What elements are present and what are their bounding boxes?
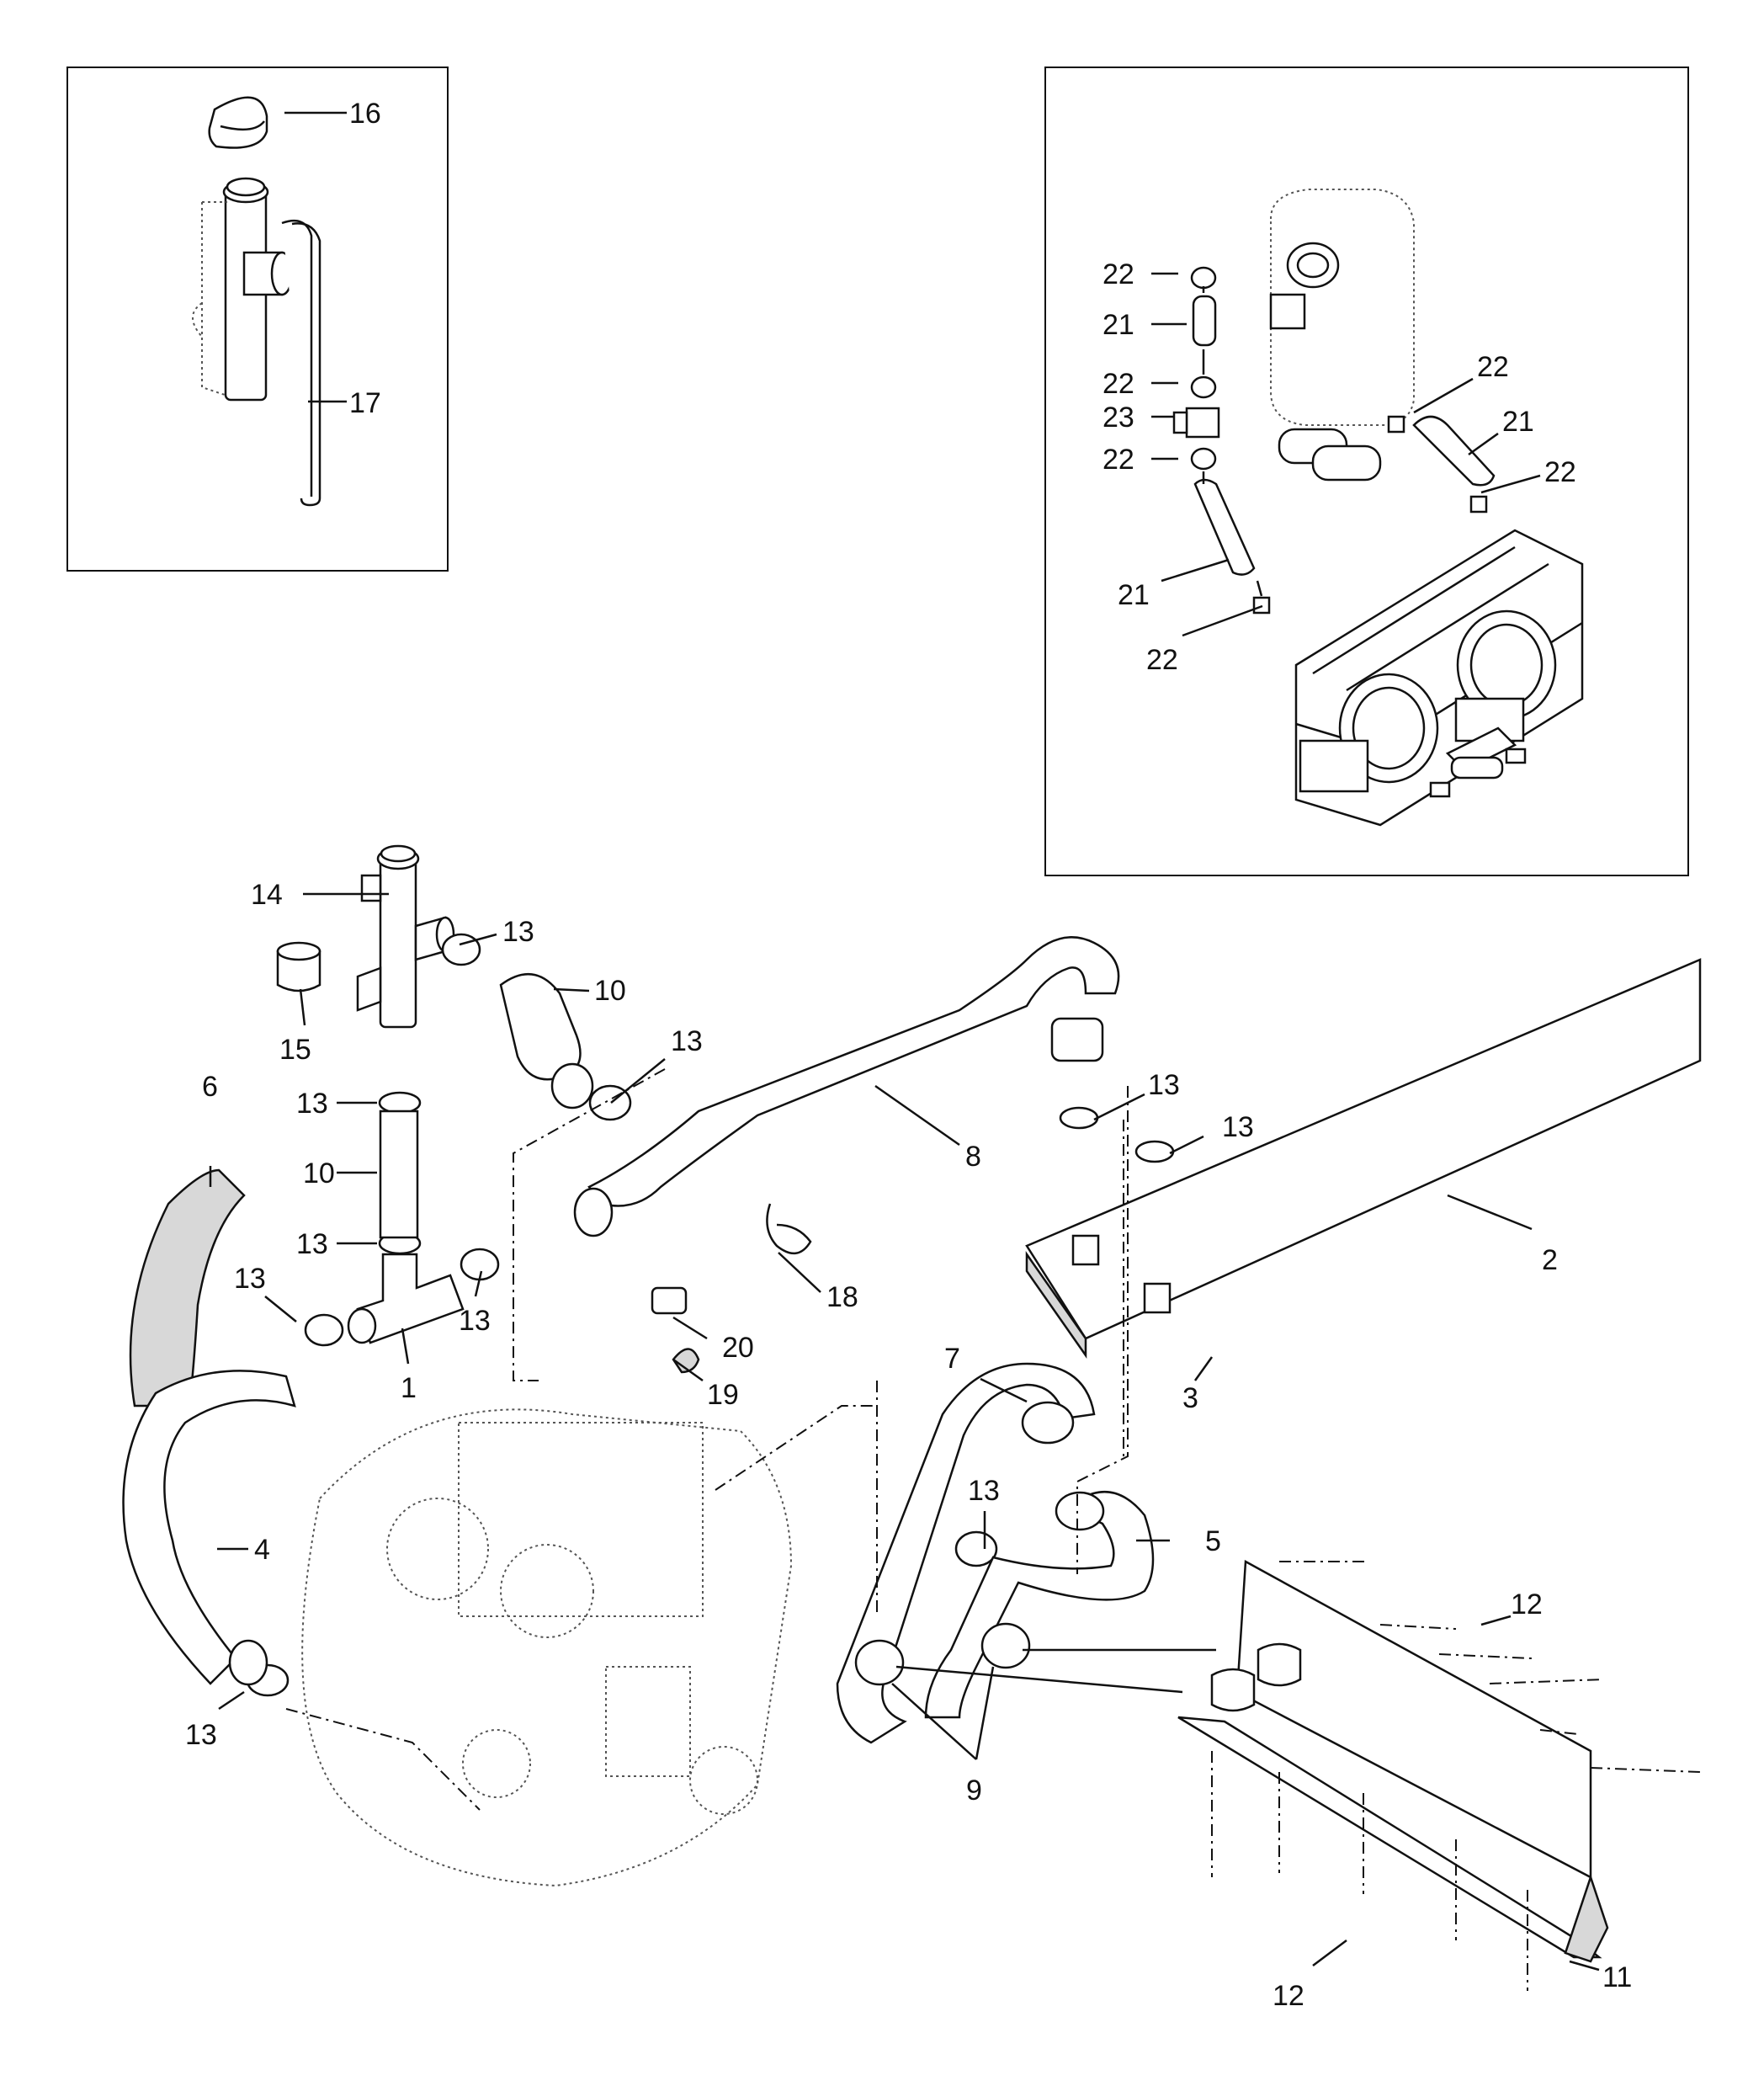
callout-13-j: 13: [968, 1475, 1000, 1507]
callout-9: 9: [966, 1775, 982, 1807]
callout-17: 17: [349, 387, 381, 419]
main-assembly-drawing: [122, 844, 1702, 1991]
inset-frame-coolant-tank: [66, 67, 449, 572]
callout-21-b: 21: [1502, 406, 1534, 438]
callout-13-e: 13: [234, 1263, 266, 1295]
callout-19: 19: [707, 1379, 739, 1411]
callout-3: 3: [1182, 1382, 1198, 1414]
callout-22-b: 22: [1102, 368, 1134, 400]
callout-4: 4: [254, 1534, 270, 1566]
callout-13-a: 13: [502, 916, 534, 948]
callout-22-f: 22: [1146, 644, 1178, 676]
callout-11: 11: [1602, 1961, 1632, 1993]
leader-lines: [209, 111, 1600, 1972]
callout-14: 14: [251, 879, 283, 911]
callout-21-c: 21: [1118, 579, 1150, 611]
callout-13-h: 13: [1148, 1069, 1180, 1101]
callout-6: 6: [202, 1071, 218, 1103]
coolant-tank-inset-drawing: [192, 96, 321, 507]
callout-15: 15: [279, 1034, 311, 1066]
callout-2: 2: [1542, 1244, 1558, 1276]
inset-frame-carburetor: [1044, 67, 1689, 876]
callout-13-b: 13: [671, 1025, 703, 1057]
callout-21-a: 21: [1102, 309, 1134, 341]
callout-13-c: 13: [296, 1088, 328, 1120]
callout-16: 16: [349, 98, 381, 130]
callout-1: 1: [401, 1372, 417, 1404]
callout-10-a: 10: [594, 975, 626, 1007]
callout-5: 5: [1205, 1525, 1221, 1557]
callout-12-b: 12: [1273, 1980, 1304, 2012]
callout-13-d: 13: [296, 1228, 328, 1260]
callout-12-a: 12: [1511, 1588, 1543, 1620]
callout-7: 7: [944, 1343, 960, 1375]
callout-8: 8: [965, 1141, 981, 1173]
callout-23: 23: [1102, 402, 1134, 434]
callout-22-c: 22: [1102, 444, 1134, 476]
callout-18: 18: [826, 1281, 858, 1313]
callout-13-f: 13: [459, 1305, 491, 1337]
callout-22-e: 22: [1544, 456, 1576, 488]
callout-10-b: 10: [303, 1157, 335, 1189]
callout-13-g: 13: [185, 1719, 217, 1751]
callout-22-d: 22: [1477, 351, 1509, 383]
callout-20: 20: [722, 1332, 754, 1364]
callout-labels: 16 17 22 21 22 23 22 22 21 22 21 22 14 1…: [185, 98, 1632, 2012]
callout-13-i: 13: [1222, 1111, 1254, 1143]
callout-22-a: 22: [1102, 258, 1134, 290]
carburetor-inset-drawing: [1172, 189, 1584, 827]
